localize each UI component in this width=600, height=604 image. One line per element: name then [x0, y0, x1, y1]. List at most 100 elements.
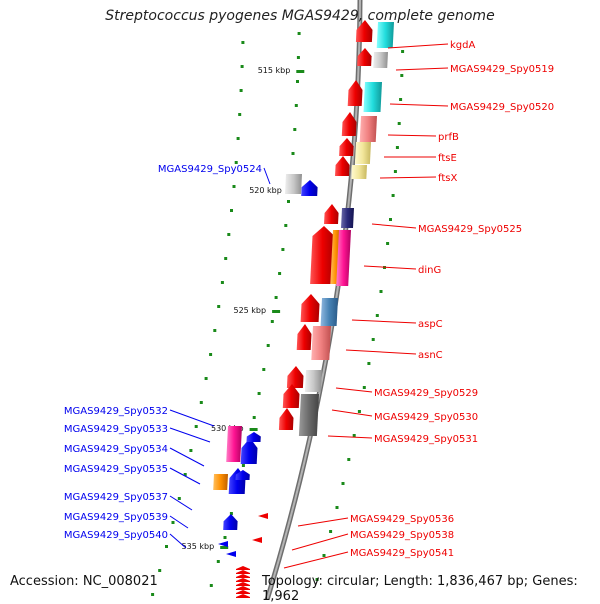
track-dot	[395, 146, 399, 149]
gene-feature	[236, 582, 250, 586]
track-dot	[297, 32, 301, 35]
track-dot	[401, 50, 405, 53]
leader-line	[263, 167, 271, 185]
gene-label-right: MGAS9429_Spy0536	[350, 514, 454, 525]
track-dot	[224, 257, 228, 260]
gene-feature	[311, 326, 331, 360]
gene-label-right: ftsX	[438, 173, 457, 184]
leader-line	[351, 319, 417, 324]
gene-label-right: MGAS9429_Spy0530	[374, 412, 478, 423]
gene-label-right: MGAS9429_Spy0519	[450, 64, 554, 75]
tick-mark	[220, 546, 229, 549]
gene-feature	[223, 514, 238, 530]
track-dot	[274, 296, 278, 299]
gene-feature	[226, 551, 236, 557]
genome-title: Streptococcus pyogenes MGAS9429, complet…	[105, 8, 495, 24]
track-dot	[151, 593, 155, 596]
gene-label-right: MGAS9429_Spy0520	[450, 102, 554, 113]
gene-feature	[320, 298, 338, 326]
gene-label-right: prfB	[438, 132, 459, 143]
gene-label-right: aspC	[418, 319, 443, 330]
gene-feature	[355, 20, 373, 42]
gene-feature	[341, 112, 357, 136]
track-dot	[262, 368, 266, 371]
track-dot	[347, 458, 351, 461]
gene-label-right: MGAS9429_Spy0541	[350, 548, 454, 559]
leader-line	[169, 515, 189, 529]
track-dot	[204, 377, 208, 380]
gene-feature	[213, 474, 228, 490]
track-dot	[217, 305, 221, 308]
track-dot	[293, 128, 297, 131]
track-dot	[183, 473, 187, 476]
gene-feature	[363, 82, 382, 112]
leader-line	[371, 223, 417, 229]
track-dot	[223, 536, 227, 539]
track-dot	[239, 89, 243, 92]
tick-label: 525 kbp	[233, 306, 266, 315]
gene-feature	[226, 426, 242, 462]
track-dot	[227, 233, 231, 236]
gene-feature	[236, 594, 250, 598]
gene-feature	[376, 22, 394, 48]
track-dot	[335, 506, 339, 509]
gene-label-left: MGAS9429_Spy0533	[64, 424, 168, 435]
tick-mark	[272, 310, 281, 313]
gene-feature	[335, 156, 350, 176]
tick-label: 520 kbp	[249, 186, 282, 195]
track-dot	[209, 353, 213, 356]
track-dot	[329, 530, 333, 533]
gene-label-right: MGAS9429_Spy0529	[374, 388, 478, 399]
track-dot	[270, 320, 274, 323]
track-dot	[315, 578, 319, 581]
track-dot	[379, 290, 383, 293]
leader-line	[297, 517, 349, 527]
leader-line	[169, 409, 215, 427]
track-dot	[375, 314, 379, 317]
leader-line	[169, 447, 205, 467]
leader-line	[291, 533, 349, 551]
gene-label-left: MGAS9429_Spy0535	[64, 464, 168, 475]
track-dot	[220, 281, 224, 284]
track-dot	[199, 401, 203, 404]
leader-line	[335, 387, 373, 393]
leader-line	[283, 551, 349, 569]
track-dot	[216, 560, 220, 563]
track-dot	[389, 218, 392, 221]
gene-feature	[258, 513, 268, 519]
track-dot	[158, 569, 162, 572]
gene-feature	[236, 566, 250, 570]
gene-feature	[324, 204, 339, 224]
leader-line	[327, 435, 373, 439]
gene-feature	[301, 180, 318, 196]
leader-line	[169, 467, 201, 485]
gene-feature	[282, 384, 300, 408]
track-dot	[232, 185, 236, 188]
gene-feature	[341, 208, 354, 228]
track-dot	[352, 434, 356, 437]
gene-label-right: dinG	[418, 265, 441, 276]
leader-line	[169, 533, 187, 549]
track-dot	[230, 209, 233, 212]
gene-label-right: MGAS9429_Spy0525	[418, 224, 522, 235]
gene-feature	[304, 370, 322, 392]
gene-label-right: MGAS9429_Spy0531	[374, 434, 478, 445]
track-dot	[189, 449, 193, 452]
track-dot	[165, 545, 168, 548]
tick-mark	[296, 70, 305, 73]
track-dot	[322, 554, 326, 557]
track-dot	[287, 200, 290, 203]
track-dot	[400, 74, 404, 77]
gene-feature	[310, 226, 335, 284]
leader-line	[395, 67, 449, 71]
track-dot	[399, 98, 403, 101]
track-dot	[234, 161, 238, 164]
gene-feature	[359, 116, 377, 142]
gene-label-right: kgdA	[450, 40, 475, 51]
track-dot	[296, 80, 299, 83]
track-dot	[194, 425, 198, 428]
track-dot	[252, 416, 256, 419]
gene-feature	[236, 574, 250, 578]
gene-feature	[252, 537, 262, 543]
accession-label: Accession: NC_008021	[10, 574, 158, 589]
